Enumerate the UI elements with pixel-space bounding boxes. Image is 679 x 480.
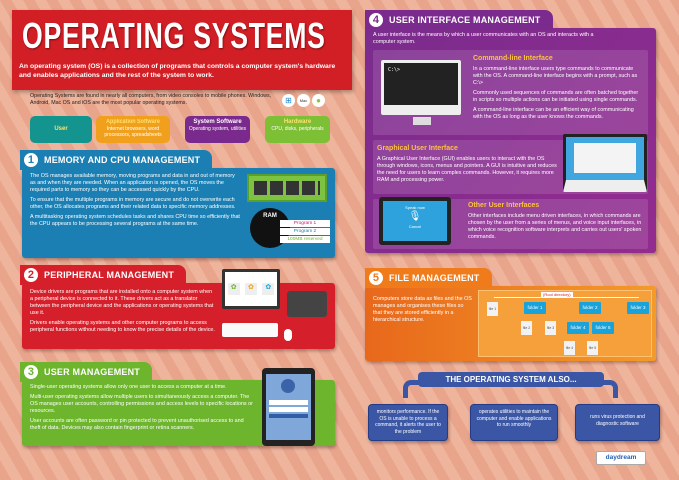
section-5-header: 5File Management	[365, 268, 492, 288]
other-ui-panel: Speak now🎙Cancel Other User Interfaces O…	[373, 197, 648, 249]
section-5-body: Computers store data as files and the OS…	[365, 286, 656, 361]
folder-5: folder 5	[592, 322, 614, 334]
microphone-icon: 🎙	[408, 211, 422, 222]
folder-4: folder 4	[567, 322, 589, 334]
printer-icon	[287, 291, 327, 317]
folder-1: folder 1	[524, 302, 546, 314]
mouse-icon	[284, 329, 292, 341]
voice-tablet-image: Speak now🎙Cancel	[379, 197, 451, 245]
also-item-3: runs virus protection and diagnostic sof…	[575, 404, 660, 441]
gui-monitor-image	[563, 134, 647, 192]
section-2-header: 2Peripheral Management	[20, 265, 187, 285]
keyboard-icon	[222, 323, 278, 337]
daydream-logo: daydream	[596, 451, 646, 465]
section-1-body: The OS manages available memory, moving …	[22, 168, 335, 258]
computer-printer-image: ✿✿✿	[222, 269, 280, 309]
camera-icon	[281, 379, 295, 393]
os-icons: ⊞ Mac ●	[282, 94, 325, 107]
windows-icon: ⊞	[282, 94, 295, 107]
section-4-body: A user interface is the means by which a…	[365, 28, 656, 253]
page-title: Operating Systems	[22, 15, 326, 56]
section-4-header: 4User Interface Management	[365, 10, 553, 30]
ram-chip-image	[247, 174, 327, 202]
cancel-button[interactable]: Cancel	[408, 224, 422, 229]
file-1: file 1	[487, 302, 498, 316]
file-3: file 3	[545, 321, 556, 335]
file-4: file 4	[564, 341, 575, 355]
folder-3: folder 3	[627, 302, 649, 314]
flow-user: User	[30, 116, 92, 143]
cli-monitor-image: C:\>	[381, 60, 461, 115]
also-item-2: operates utilities to maintain the compu…	[470, 404, 558, 441]
cli-panel: C:\> Command-line Interface In a command…	[373, 50, 648, 135]
also-title: The Operating System also...	[418, 372, 604, 387]
android-icon: ●	[312, 94, 325, 107]
tablet-login-image	[262, 368, 315, 446]
section-2-body: Device drivers are programs that are ins…	[22, 269, 335, 349]
file-5: file 5	[587, 341, 598, 355]
section-3-header: 3User Management	[20, 362, 153, 382]
mac-icon: Mac	[297, 94, 310, 107]
file-2: file 2	[521, 321, 532, 335]
intro-text: Operating Systems are found in nearly al…	[30, 93, 272, 106]
folder-2: folder 2	[579, 302, 601, 314]
file-tree: (Root directory) file 1 folder 1 folder …	[478, 290, 652, 357]
subtitle: An operating system (OS) is a collection…	[19, 63, 336, 80]
also-item-1: monitors performance. If the OS is unabl…	[368, 404, 448, 441]
section-1-header: 1Memory and CPU Management	[20, 150, 213, 170]
title-banner: Operating Systems An operating system (O…	[12, 10, 352, 90]
